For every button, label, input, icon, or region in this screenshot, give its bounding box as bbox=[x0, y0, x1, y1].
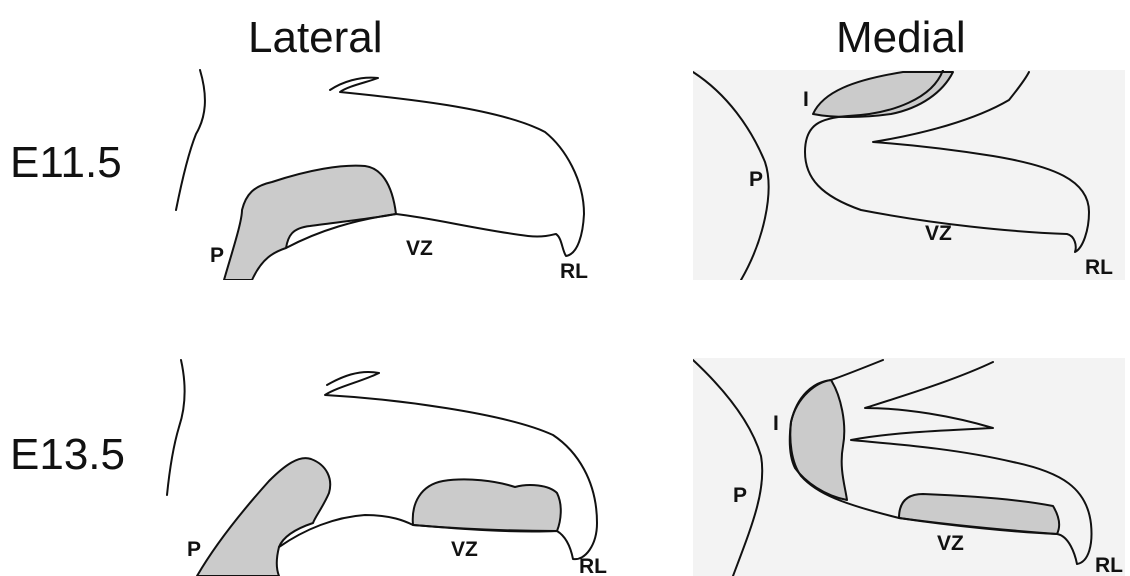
lateral-e11-5-panel: P VZ RL bbox=[170, 62, 615, 280]
label-p: P bbox=[210, 244, 224, 267]
label-i: I bbox=[773, 412, 779, 435]
medial-e11-5-panel: I P VZ RL bbox=[693, 70, 1125, 280]
ventricular-surface-outline bbox=[279, 372, 597, 559]
label-vz: VZ bbox=[406, 237, 433, 260]
e11-5-row-label: E11.5 bbox=[10, 138, 122, 188]
pial-surface-outline bbox=[167, 360, 185, 495]
medial-e11-5-diagram: I P VZ RL bbox=[693, 70, 1125, 280]
label-vz: VZ bbox=[451, 538, 478, 561]
label-rl: RL bbox=[560, 260, 588, 280]
label-p: P bbox=[749, 168, 763, 191]
medial-e13-5-diagram: I P VZ RL bbox=[693, 358, 1125, 576]
label-vz: VZ bbox=[925, 222, 952, 245]
label-i: I bbox=[803, 88, 809, 111]
medial-e13-5-panel: I P VZ RL bbox=[693, 358, 1125, 576]
panel-background bbox=[693, 358, 1125, 576]
label-vz: VZ bbox=[937, 532, 964, 555]
lateral-e13-5-diagram: P VZ RL bbox=[165, 355, 615, 576]
lateral-column-header: Lateral bbox=[248, 10, 383, 66]
shaded-region-vz bbox=[413, 479, 561, 531]
label-rl: RL bbox=[1095, 554, 1123, 576]
lateral-e11-5-diagram: P VZ RL bbox=[170, 62, 615, 280]
medial-column-header: Medial bbox=[836, 10, 966, 66]
lateral-e13-5-panel: P VZ RL bbox=[165, 355, 615, 576]
label-rl: RL bbox=[579, 555, 607, 576]
e13-5-row-label: E13.5 bbox=[10, 430, 125, 480]
label-p: P bbox=[187, 538, 201, 561]
shaded-region-p bbox=[224, 166, 396, 280]
label-p: P bbox=[733, 484, 747, 507]
shaded-region-p bbox=[197, 458, 330, 576]
label-rl: RL bbox=[1085, 256, 1113, 279]
pial-surface-outline bbox=[176, 70, 205, 210]
